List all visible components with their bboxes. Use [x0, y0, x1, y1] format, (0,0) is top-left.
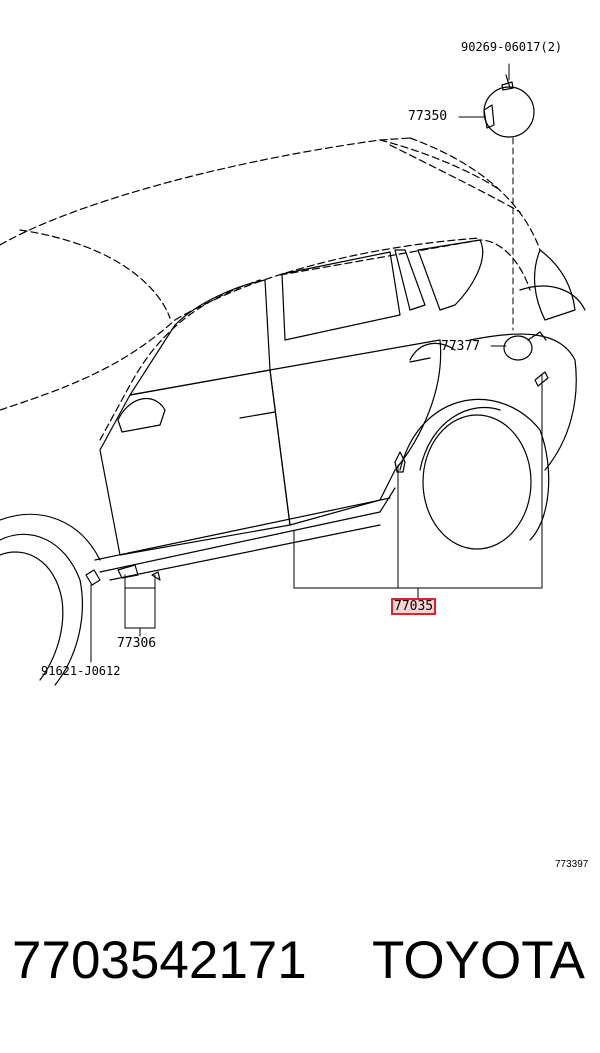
diagram-reference-number: 773397: [555, 859, 589, 870]
leader-lines: [90, 63, 543, 663]
callout-rod-assembly: 77306: [117, 636, 157, 651]
callout-lid-hinge: 77377: [441, 339, 481, 354]
callout-bolt: 90269-06017(2): [461, 40, 563, 54]
rear-quarter: [409, 285, 586, 471]
car-body-outline: [0, 137, 541, 441]
fuel-door-parts: [85, 74, 549, 586]
window-frames: [129, 239, 576, 396]
car-side-diagram: [0, 63, 586, 686]
rear-wheel: [399, 398, 550, 550]
front-wheel: [0, 513, 101, 686]
callout-fender-clip: 91621-J0612: [41, 664, 121, 678]
callout-lid-assembly-highlighted[interactable]: 77035: [391, 598, 437, 615]
brand-name: TOYOTA: [372, 931, 586, 990]
side-sill: [94, 487, 396, 581]
callout-fuel-cap: 77350: [408, 109, 448, 124]
part-number: 7703542171: [12, 931, 307, 990]
